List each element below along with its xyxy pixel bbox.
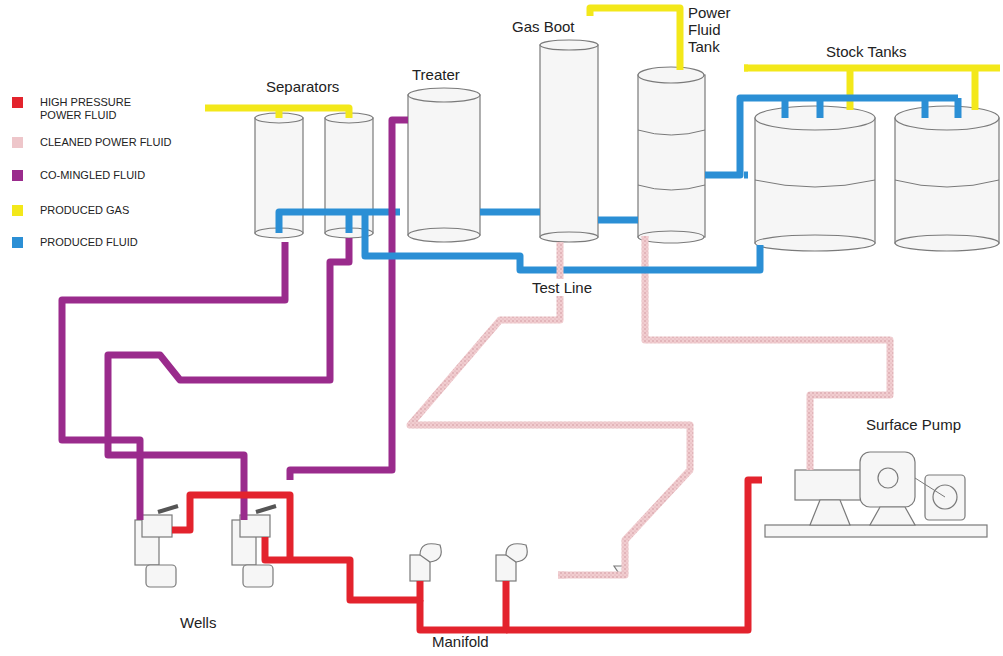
legend-swatch xyxy=(12,137,23,148)
pipe-line xyxy=(310,560,398,600)
pipe-line xyxy=(290,120,400,480)
pipe-connector xyxy=(290,120,400,480)
equipment-node: Separators xyxy=(248,78,383,242)
power-fluid-tank xyxy=(638,67,705,243)
pipe-connector xyxy=(310,560,398,600)
surface-pump xyxy=(765,452,987,537)
legend-text: HIGH PRESSURE POWER FLUID xyxy=(40,96,140,122)
legend-text: CO-MINGLED FLUID xyxy=(40,169,180,182)
pipe-connector xyxy=(62,242,285,480)
pipe-line xyxy=(62,242,285,480)
equipment-label: Treater xyxy=(412,66,460,83)
pipe-stubs xyxy=(108,8,1000,630)
equipment-label: Separators xyxy=(266,78,339,95)
legend-swatch xyxy=(12,237,23,248)
manifold-valves xyxy=(410,544,527,581)
pipe-connector xyxy=(602,220,632,221)
equipment-label: Surface Pump xyxy=(866,416,961,433)
pipe-line xyxy=(744,172,748,179)
legend-text: PRODUCED FLUID xyxy=(40,236,180,249)
equipment-node: Manifold xyxy=(398,535,558,653)
equipment-label: Wells xyxy=(180,614,216,631)
separator-vessels xyxy=(255,113,373,238)
equipment-label: Power Fluid Tank xyxy=(688,4,740,55)
stock-tanks xyxy=(755,106,999,251)
pipe-line xyxy=(590,8,632,16)
legend-swatch xyxy=(12,205,23,216)
gas-boot-vessel xyxy=(540,40,598,242)
pipe-connector xyxy=(744,175,748,176)
legend-text: CLEANED POWER FLUID xyxy=(40,136,180,149)
pipe-connector xyxy=(590,8,632,16)
pipe-line xyxy=(488,209,510,216)
equipment-label: Manifold xyxy=(432,633,489,650)
legend-text: PRODUCED GAS xyxy=(40,204,180,217)
equipment-node: Stock Tanks xyxy=(748,40,1002,252)
pipe-connector xyxy=(744,68,748,69)
legend-swatch xyxy=(12,97,23,108)
pipe-connector xyxy=(488,212,510,213)
pipe-line xyxy=(602,217,632,224)
equipment-node: Surface Pump xyxy=(762,412,992,544)
pipe-connector xyxy=(410,242,690,575)
equipment-node: Treater xyxy=(400,66,488,242)
treater-vessel xyxy=(408,88,480,242)
equipment-node: Gas Boot xyxy=(510,16,602,242)
pipe-line xyxy=(410,242,690,575)
equipment-node: Wells xyxy=(125,480,310,635)
legend-swatch xyxy=(12,170,23,181)
equipment-node: Power Fluid Tank xyxy=(632,2,744,242)
equipment-label: Stock Tanks xyxy=(826,43,907,60)
well-heads xyxy=(135,506,276,587)
pipe-label: Test Line xyxy=(530,279,594,296)
pipe-line xyxy=(744,65,748,72)
equipment-label: Gas Boot xyxy=(512,18,575,35)
